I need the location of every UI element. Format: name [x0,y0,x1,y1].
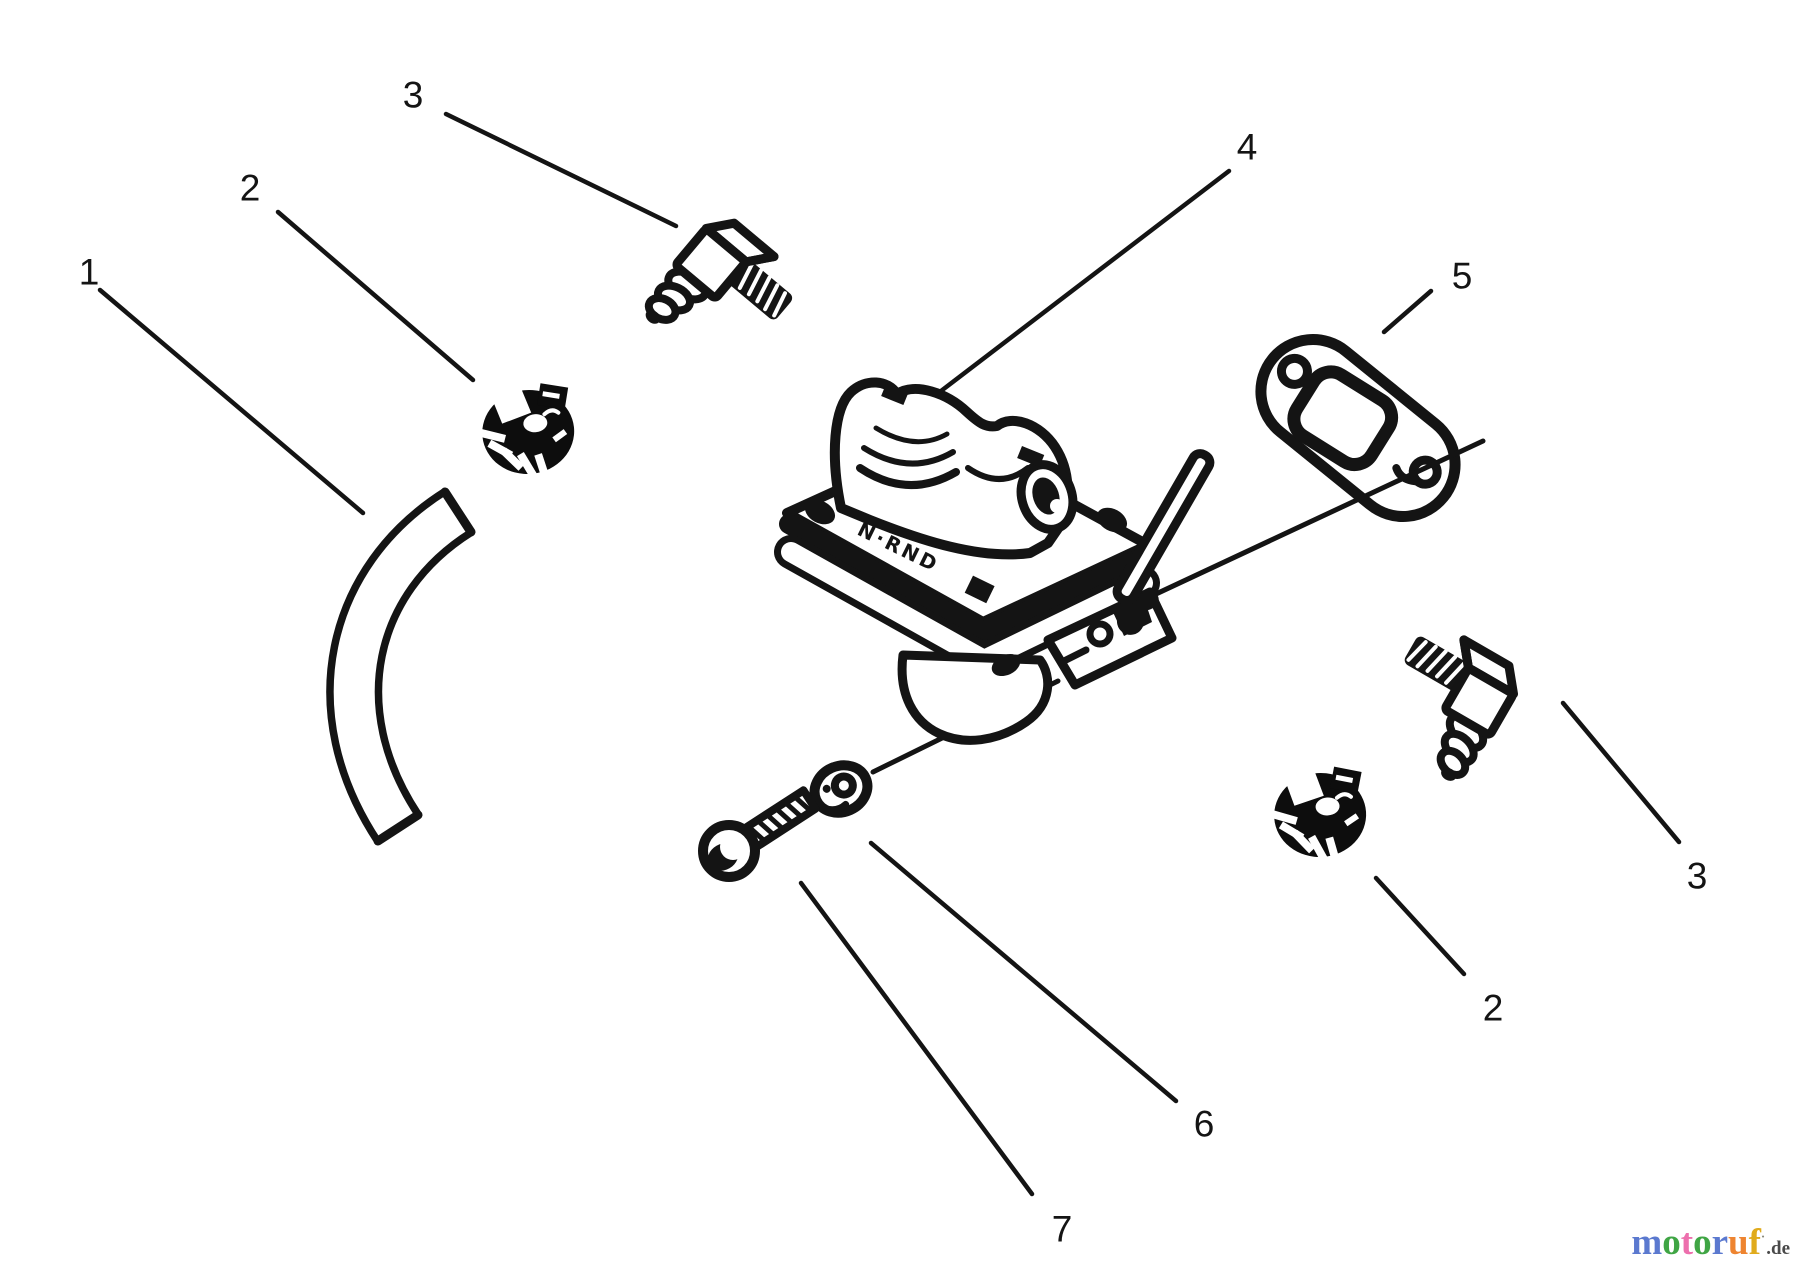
washer-drawing [809,760,873,818]
callout-label: 4 [1237,127,1258,168]
callout-label: 2 [240,168,261,209]
watermark-letter: u [1728,1222,1749,1263]
callout-label: 7 [1052,1209,1073,1250]
callout-label: 2 [1483,988,1504,1029]
callout-label: 5 [1452,256,1473,297]
gasket-drawing [1255,333,1461,523]
callout-leader-line [938,168,1232,394]
watermark-letter: o [1693,1222,1712,1263]
watermark-letter: m [1631,1222,1663,1263]
elbow-fitting-top-drawing [644,218,793,324]
bolt-drawing [698,786,820,882]
watermark-letter: o [1662,1222,1681,1263]
callout-layer: 1 2 3 4 5 3 2 6 7 [79,75,1708,1250]
callout-label: 1 [79,252,100,293]
watermark-motoruf-logo: motoruf·.de [1631,1224,1790,1261]
watermark-letter: r [1711,1222,1728,1263]
watermark-letter: t [1680,1222,1694,1263]
watermark-letter: f [1748,1222,1761,1263]
callout-label: 3 [403,75,424,116]
elbow-fitting-right-drawing [1363,619,1525,788]
callout-leader-line [97,287,366,516]
callout-leader-line [868,840,1179,1104]
callout-label: 6 [1194,1104,1215,1145]
watermark-brand-text: motoruf [1631,1222,1761,1263]
callout-leader-line [275,209,476,383]
callout-leader-line [1373,875,1467,977]
fuel-hose-drawing [326,487,476,846]
callout-leader-line [798,880,1035,1197]
watermark-domain-suffix: .de [1766,1238,1790,1259]
fuel-pump-drawing: N·RND [774,377,1215,745]
assembly-axis-segment [1138,438,1486,604]
callout-label: 3 [1687,856,1708,897]
callout-leader-line [1381,288,1434,335]
hose-clamp-left-drawing [479,383,575,479]
callout-leader-line [443,111,679,229]
hose-clamp-right-drawing [1266,760,1372,868]
callout-leader-line [1560,700,1682,845]
watermark-dot: · [1760,1228,1766,1244]
